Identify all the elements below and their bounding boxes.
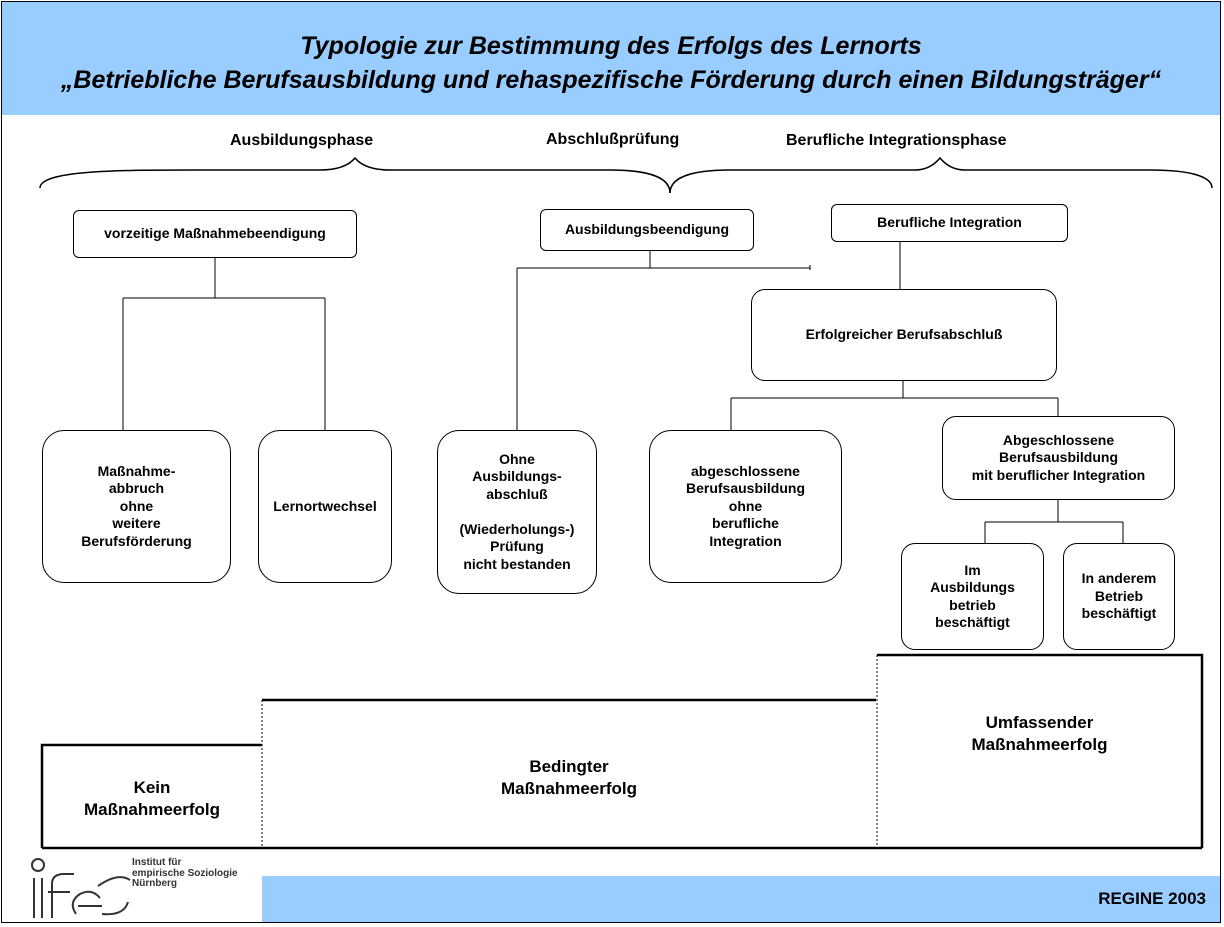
brace-integration bbox=[669, 156, 1213, 194]
title-band: Typologie zur Bestimmung des Erfolgs des… bbox=[2, 2, 1220, 115]
box-abgeschlossene-ohne-integration: abgeschlossene Berufsausbildung ohne ber… bbox=[649, 430, 842, 583]
phase-integration: Berufliche Integrationsphase bbox=[786, 132, 1007, 149]
box-erfolgreicher-berufsabschluss: Erfolgreicher Berufsabschluß bbox=[751, 289, 1057, 381]
box-massnahmeabbruch: Maßnahme- abbruch ohne weitere Berufsför… bbox=[42, 430, 231, 583]
footer-label: REGINE 2003 bbox=[1098, 889, 1206, 908]
outcome-bedingt: Bedingter Maßnahmeerfolg bbox=[500, 757, 638, 799]
title-line-2: „Betriebliche Berufsausbildung und rehas… bbox=[60, 66, 1162, 94]
title-line-1: Typologie zur Bestimmung des Erfolgs des… bbox=[300, 32, 922, 60]
stair-outline bbox=[40, 653, 1204, 850]
box-abgeschlossene-mit-integration: Abgeschlossene Berufsausbildung mit beru… bbox=[942, 416, 1175, 500]
phase-ausbildung: Ausbildungsphase bbox=[230, 132, 374, 149]
box-ausbildungsbeendigung: Ausbildungsbeendigung bbox=[540, 209, 754, 251]
footer-band: REGINE 2003 bbox=[262, 876, 1220, 922]
box-ohne-ausbildungsabschluss: Ohne Ausbildungs- abschluß (Wiederholung… bbox=[437, 430, 597, 594]
phase-pruefung: Abschlußprüfung bbox=[546, 131, 680, 148]
box-lernortwechsel: Lernortwechsel bbox=[258, 430, 392, 583]
box-anderer-betrieb: In anderem Betrieb beschäftigt bbox=[1063, 543, 1175, 650]
box-vorzeitige-massnahmebeendigung: vorzeitige Maßnahmebeendigung bbox=[73, 210, 357, 258]
outcome-umfassend: Umfassender Maßnahmeerfolg bbox=[971, 713, 1108, 755]
logo-text: Institut für empirische Soziologie Nürnb… bbox=[132, 857, 238, 889]
box-berufliche-integration: Berufliche Integration bbox=[831, 204, 1068, 242]
outcome-kein: Kein Maßnahmeerfolg bbox=[83, 778, 221, 820]
ifes-logo-icon bbox=[31, 858, 131, 918]
brace-ausbildung bbox=[39, 156, 671, 194]
box-im-ausbildungsbetrieb: Im Ausbildungs betrieb beschäftigt bbox=[901, 543, 1044, 650]
ifes-logo: Institut für empirische Soziologie Nürnb… bbox=[28, 857, 264, 922]
